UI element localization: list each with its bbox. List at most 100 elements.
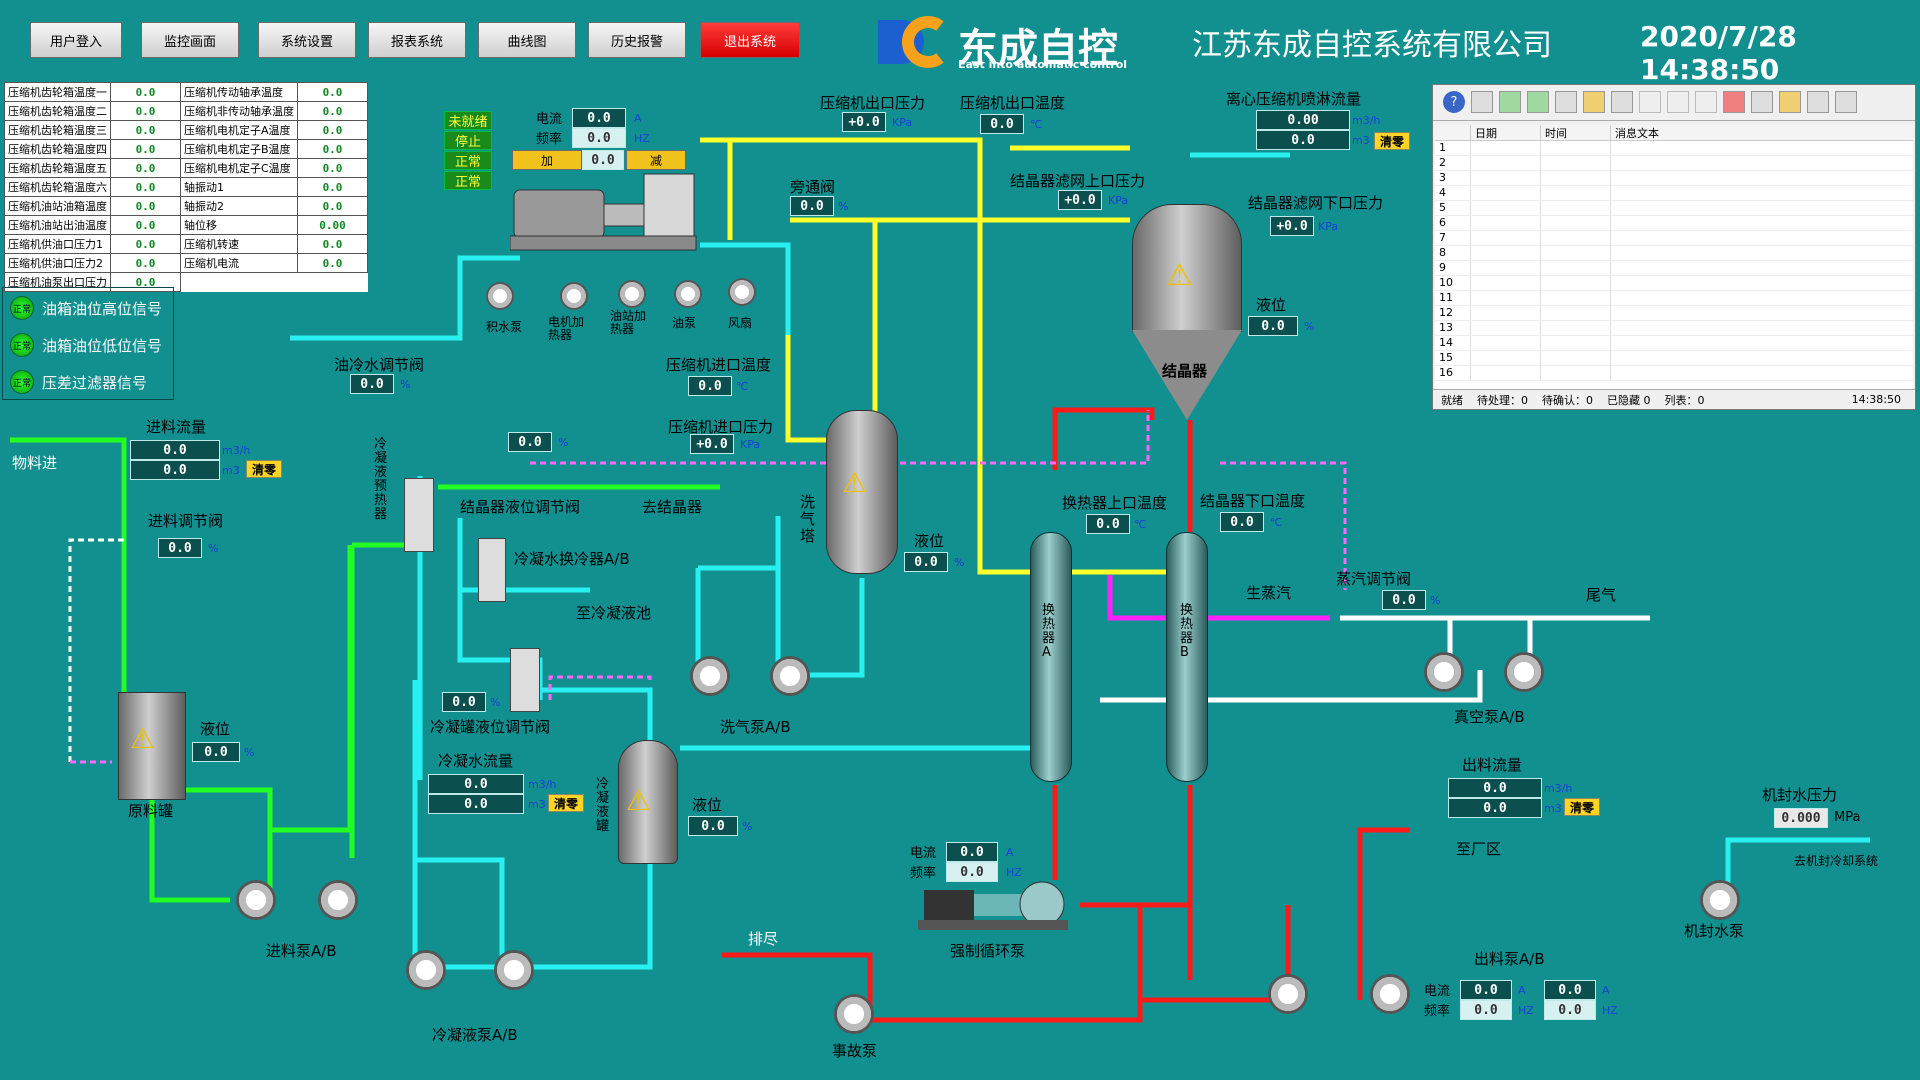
motor-heater-icon[interactable] [560, 282, 588, 310]
heat-exchanger-b[interactable] [1166, 532, 1208, 782]
list-item[interactable]: 15 [1435, 351, 1913, 366]
list-item[interactable]: 9 [1435, 261, 1913, 276]
unit: ℃ [1030, 118, 1043, 131]
curve-button[interactable]: 曲线图 [478, 22, 576, 58]
cond-cooler[interactable] [478, 538, 506, 602]
col-message[interactable]: 消息文本 [1615, 127, 1659, 140]
row-number: 5 [1435, 201, 1471, 215]
warning-icon: ⚠ [1166, 258, 1193, 293]
print-icon[interactable] [1807, 91, 1829, 113]
centri-clear-button[interactable]: 清零 [1374, 132, 1410, 150]
steam-label: 生蒸汽 [1246, 584, 1292, 602]
filter-icon[interactable] [1779, 91, 1801, 113]
monitor-button[interactable]: 监控画面 [141, 22, 239, 58]
oil-pump-icon[interactable] [674, 280, 702, 308]
ack-icon[interactable] [1499, 91, 1521, 113]
table-value: 0.0 [297, 158, 368, 178]
list-item[interactable]: 6 [1435, 216, 1913, 231]
settings-icon[interactable] [1835, 91, 1857, 113]
wash-tower[interactable] [826, 410, 898, 574]
feed-clear-button[interactable]: 清零 [246, 460, 282, 478]
col-time[interactable]: 时间 [1541, 125, 1611, 140]
alarm-bell-icon[interactable] [1723, 91, 1745, 113]
seal-pump-icon[interactable] [1700, 880, 1740, 920]
aux-water-pump-icon[interactable] [486, 282, 514, 310]
chart-icon[interactable] [1611, 91, 1633, 113]
cond-tank[interactable] [618, 740, 678, 864]
pre-heater[interactable] [404, 478, 434, 552]
list-item[interactable]: 5 [1435, 201, 1913, 216]
list-item[interactable]: 14 [1435, 336, 1913, 351]
table-value: 0.0 [297, 234, 368, 254]
col-date[interactable]: 日期 [1471, 125, 1541, 140]
settings-button[interactable]: 系统设置 [258, 22, 356, 58]
out-pump-b-icon[interactable] [1370, 974, 1410, 1014]
circulation-pump[interactable] [918, 876, 1070, 934]
list-icon[interactable] [1471, 91, 1493, 113]
feed-pump-a-icon[interactable] [236, 880, 276, 920]
exit-button[interactable]: 退出系统 [700, 22, 800, 58]
doc-icon[interactable] [1555, 91, 1577, 113]
check-icon[interactable] [1667, 91, 1689, 113]
cry-level-valve-label: 结晶器液位调节阀 [460, 498, 581, 516]
emergency-pump-icon[interactable] [834, 994, 874, 1034]
login-button[interactable]: 用户登入 [30, 22, 122, 58]
list-item[interactable]: 3 [1435, 171, 1913, 186]
signal-label: 压差过滤器信号 [42, 373, 148, 392]
cond-pump-a-icon[interactable] [406, 950, 446, 990]
wash-pump-b-icon[interactable] [770, 656, 810, 696]
freq-sub-button[interactable]: 减 [626, 150, 686, 170]
cond-pump-b-icon[interactable] [494, 950, 534, 990]
out-pump-a-icon[interactable] [1268, 974, 1308, 1014]
list-item[interactable]: 11 [1435, 291, 1913, 306]
cell [1471, 321, 1541, 335]
check-all-icon[interactable] [1695, 91, 1717, 113]
cond-cooler-b[interactable] [510, 648, 540, 712]
op2-freq[interactable]: 0.0 [1544, 1000, 1596, 1020]
heat-exchanger-a[interactable] [1030, 532, 1072, 782]
feed-pump-b-icon[interactable] [318, 880, 358, 920]
freq-set-value[interactable]: 0.0 [582, 150, 624, 170]
lock-icon[interactable] [1583, 91, 1605, 113]
circ-cur-value: 0.0 [946, 842, 998, 862]
cond-clear-button[interactable]: 清零 [548, 794, 584, 812]
wash-pump-a-icon[interactable] [690, 656, 730, 696]
list-item[interactable]: 7 [1435, 231, 1913, 246]
op-cur-label: 电流 [1424, 984, 1451, 999]
crystallizer-tank[interactable] [1132, 204, 1242, 332]
vacuum-pump-b-icon[interactable] [1504, 652, 1544, 692]
vacuum-pump-a-icon[interactable] [1424, 652, 1464, 692]
comp-out-p-label: 压缩机出口压力 [820, 94, 926, 112]
oil-heater-icon[interactable] [618, 280, 646, 308]
op1-freq[interactable]: 0.0 [1460, 1000, 1512, 1020]
list-item[interactable]: 8 [1435, 246, 1913, 261]
arrow-down-icon[interactable] [1639, 91, 1661, 113]
list-item[interactable]: 4 [1435, 186, 1913, 201]
raw-tank[interactable] [118, 692, 186, 800]
circ-freq-value[interactable]: 0.0 [946, 862, 998, 882]
report-button[interactable]: 报表系统 [368, 22, 466, 58]
status-ready: 就绪 [1441, 393, 1463, 407]
ack-all-icon[interactable] [1527, 91, 1549, 113]
list-item[interactable]: 2 [1435, 156, 1913, 171]
compressor-unit[interactable] [509, 170, 700, 264]
help-icon[interactable]: ? [1443, 91, 1465, 113]
freq-add-button[interactable]: 加 [512, 150, 582, 170]
list-item[interactable]: 16 [1435, 366, 1913, 381]
history-alarm-button[interactable]: 历史报警 [588, 22, 686, 58]
list-item[interactable]: 12 [1435, 306, 1913, 321]
list-item[interactable]: 1 [1435, 141, 1913, 156]
list-item[interactable]: 10 [1435, 276, 1913, 291]
unit: % [1430, 594, 1441, 607]
export-icon[interactable] [1751, 91, 1773, 113]
out-flow-v2: 0.0 [1448, 798, 1542, 818]
ok-indicator: 正常 [10, 370, 34, 394]
out-clear-button[interactable]: 清零 [1564, 798, 1600, 816]
list-item[interactable]: 13 [1435, 321, 1913, 336]
comp-freq-value[interactable]: 0.0 [572, 128, 626, 148]
fan-icon[interactable] [728, 278, 756, 306]
